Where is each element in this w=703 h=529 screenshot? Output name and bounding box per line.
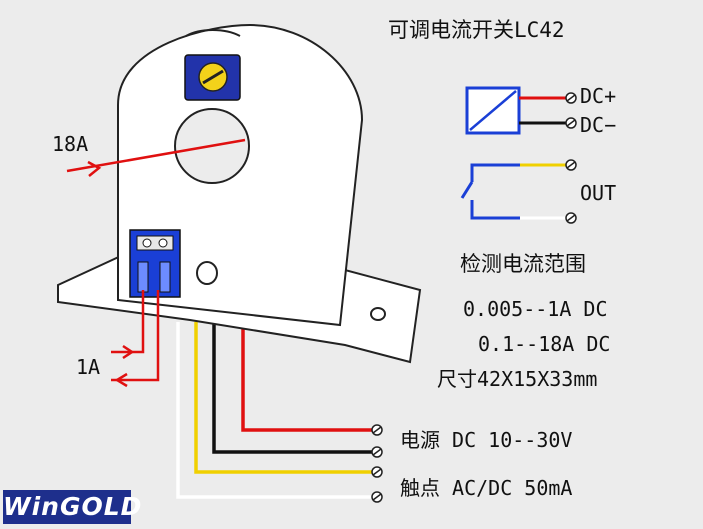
wingold-logo: WinGOLD xyxy=(3,490,141,524)
terminal-power-minus xyxy=(371,446,383,458)
adjust-potentiometer[interactable] xyxy=(184,54,241,101)
base-hole xyxy=(196,261,218,285)
terminal-power-plus xyxy=(371,424,383,436)
black-wire xyxy=(212,322,375,454)
current-1a-label: 1A xyxy=(76,355,101,379)
out-contact-symbol xyxy=(460,163,570,220)
sensor-wires xyxy=(176,322,375,499)
terminal-contact-2 xyxy=(371,491,383,503)
terminal-block xyxy=(129,229,181,298)
current-18a-label: 18A xyxy=(52,132,89,156)
yellow-wire xyxy=(194,322,375,474)
range-heading: 检测电流范围 xyxy=(460,252,586,276)
contact-label: 触点 AC/DC 50mA xyxy=(400,476,573,500)
terminal-dc-minus xyxy=(565,117,577,129)
terminal-dc-plus xyxy=(565,92,577,104)
label-dc-minus: DC− xyxy=(580,113,617,137)
label-out: OUT xyxy=(580,181,617,205)
mounting-hole xyxy=(370,307,386,321)
dc-output-symbol xyxy=(465,86,570,135)
label-dc-plus: DC+ xyxy=(580,84,617,108)
diagram-title: 可调电流开关LC42 xyxy=(388,18,565,42)
power-label: 电源 DC 10--30V xyxy=(400,428,573,452)
high-current-conductor xyxy=(66,138,246,177)
screw-terminals xyxy=(371,92,577,503)
terminal-contact-1 xyxy=(371,466,383,478)
low-current-conductors xyxy=(111,290,160,388)
terminal-out-1 xyxy=(565,159,577,171)
top-slot xyxy=(185,29,241,37)
white-wire xyxy=(176,322,375,499)
red-wire xyxy=(241,322,375,432)
range-line-1: 0.005--1A DC xyxy=(463,297,608,321)
size-spec: 尺寸42X15X33mm xyxy=(437,367,598,391)
terminal-out-2 xyxy=(565,212,577,224)
range-line-2: 0.1--18A DC xyxy=(478,332,611,356)
